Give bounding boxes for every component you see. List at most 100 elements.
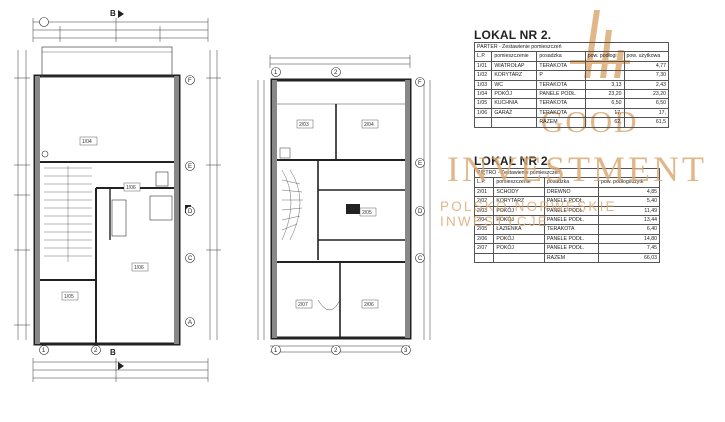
table2-subtitle: PIĘTRO - Zestawienie pomieszczeń (474, 167, 660, 179)
table-cell: 4,85 (598, 186, 660, 198)
room-label-104: 1/04 (82, 139, 92, 145)
table-cell: 2/07 (473, 243, 495, 254)
table-cell (584, 70, 625, 81)
table-cell: TERAKOTA (536, 79, 586, 91)
table1-header-room: pomieszczenie (491, 51, 538, 62)
room-label-106a: 1/06 (126, 185, 136, 191)
table-cell: 7,45 (598, 243, 660, 254)
svg-text:A: A (188, 320, 192, 326)
table-cell: 6,50 (623, 98, 670, 109)
table-cell: GARAŻ (491, 107, 538, 119)
table-cell: 1/03 (473, 79, 493, 91)
upper-floor-dims (257, 55, 431, 353)
svg-text:E: E (418, 161, 422, 167)
table-cell: PANELE PODŁ. (536, 89, 586, 100)
table2-header-area: pow. podłogi/użytk (598, 177, 660, 188)
table1-subtitle: PARTER - Zestawienie pomieszczeń (474, 41, 669, 53)
table-cell: ŁAZIENKA (493, 224, 545, 235)
table-cell (584, 60, 625, 72)
table-cell: PANELE PODŁ. (543, 205, 600, 217)
table-parter: LOKAL NR 2. PARTER - Zestawienie pomiesz… (473, 28, 670, 128)
table-cell: 1/06 (473, 107, 493, 119)
table1-total-floor: 62, (584, 117, 625, 128)
table-cell: 17, (584, 107, 625, 119)
table2-header-floor: posadzka (543, 177, 600, 188)
table-cell: 2,43 (623, 79, 670, 91)
table1-total-row: RAZEM 62, 61,5 (473, 117, 670, 128)
svg-text:2: 2 (94, 348, 98, 354)
table1-header-lp: L.P. (473, 51, 493, 62)
table-cell: PANELE PODŁ. (543, 233, 600, 245)
table-cell: PANELE PODŁ. (543, 215, 600, 226)
table2-header-row: L.P. pomieszczenie posadzka pow. podłogi… (473, 177, 660, 188)
table2-total-row: RAZEM 66,03 (473, 252, 660, 264)
svg-text:F: F (188, 78, 192, 84)
svg-text:1: 1 (274, 70, 278, 76)
table-cell: TERAKOTA (543, 224, 600, 235)
table-cell: 2/05 (473, 224, 495, 235)
table2-total-value: 66,03 (598, 252, 660, 264)
table1-total-label: RAZEM (536, 117, 586, 128)
table1-header-usable-area: pow. użytkowa (623, 51, 670, 62)
ground-floor-walls (33, 46, 191, 346)
table-cell: P (536, 70, 586, 81)
table-cell: 14,80 (598, 233, 660, 245)
table-cell: POKÓJ (493, 205, 545, 217)
table2-header-lp: L.P. (473, 177, 495, 188)
table-cell: DREWNO (543, 186, 600, 198)
table-cell: POKÓJ (491, 89, 538, 100)
table-cell: WIATROŁAP (491, 60, 538, 72)
table-cell: KORYTARZ (493, 196, 545, 207)
upper-floor-room-labels: 2/03 2/04 2/05 2/07 2/06 (295, 119, 379, 309)
svg-text:3: 3 (404, 348, 408, 354)
table2-header-room: pomieszczenie (493, 177, 545, 188)
table2-title: LOKAL NR 2. (474, 154, 552, 168)
svg-text:B: B (110, 348, 116, 357)
table-cell: TERAKOTA (536, 98, 586, 109)
room-label-206: 2/06 (364, 302, 374, 308)
table-cell: 1/02 (473, 70, 493, 81)
table2-grid: PIĘTRO - Zestawienie pomieszczeń L.P. po… (473, 167, 660, 264)
room-label-105: 1/05 (64, 294, 74, 300)
table-cell: 5,40 (598, 196, 660, 207)
svg-text:F: F (418, 80, 422, 86)
room-label-204: 2/04 (364, 122, 374, 128)
table-cell: PANELE PODŁ. (543, 243, 600, 254)
table-cell: 2/04 (473, 215, 495, 226)
table-cell: 1/05 (473, 98, 493, 109)
table-cell: POKÓJ (493, 233, 545, 245)
table-cell: TERAKOTA (536, 107, 586, 119)
table-cell: 3,13 (584, 79, 625, 91)
svg-text:D: D (418, 209, 423, 215)
svg-text:B: B (110, 9, 116, 18)
table-cell: 23,20 (623, 89, 670, 100)
table-cell: KORYTARZ (491, 70, 538, 81)
svg-text:1: 1 (274, 348, 278, 354)
svg-text:E: E (188, 164, 192, 170)
room-label-106: 1/06 (134, 265, 144, 271)
room-label-207: 2/07 (298, 302, 308, 308)
svg-text:C: C (418, 256, 423, 262)
table1-header-row: L.P. pomieszczenie posadzka pow. podłogi… (473, 51, 670, 62)
table2-total-label: RAZEM (543, 252, 600, 264)
svg-text:D: D (188, 209, 193, 215)
table-cell: PANELE PODŁ. (543, 196, 600, 207)
room-label-205: 2/05 (362, 210, 372, 216)
svg-text:2: 2 (334, 70, 338, 76)
room-label-203: 2/03 (299, 122, 309, 128)
table1-title: LOKAL NR 2. (474, 28, 552, 42)
table-cell: KUCHNIA (491, 98, 538, 109)
table-cell: POKÓJ (493, 243, 545, 254)
table1-header-floor-area: pow. podłogi (584, 51, 625, 62)
table-cell: WC (491, 79, 538, 91)
